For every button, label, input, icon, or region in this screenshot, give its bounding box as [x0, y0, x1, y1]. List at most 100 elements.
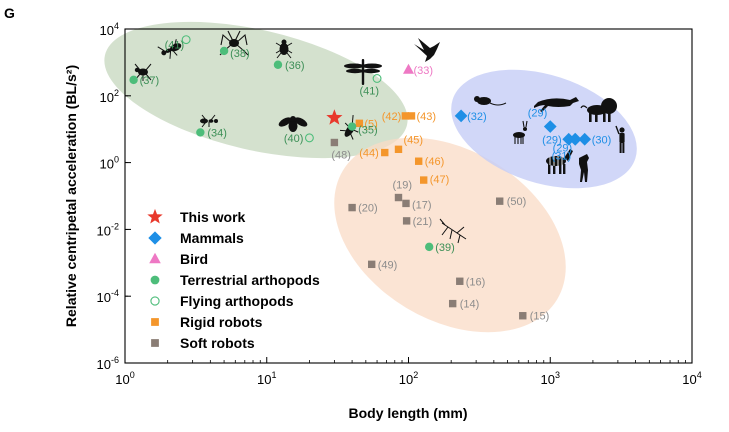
- data-point: [219, 46, 229, 56]
- legend-label: Flying arthopods: [180, 293, 294, 309]
- human-icon: [615, 125, 625, 153]
- point-label: (20): [358, 203, 378, 215]
- point-label: (31): [552, 150, 572, 162]
- point-label: (37): [140, 75, 160, 87]
- y-tick-label: 10-2: [97, 221, 119, 238]
- region-robots: [334, 137, 566, 333]
- point-label: (47): [430, 174, 450, 186]
- legend-label: Terrestrial arthopods: [180, 272, 320, 288]
- point-label: (33): [414, 65, 434, 77]
- cheetah-icon: [534, 97, 579, 112]
- legend-label: Bird: [180, 251, 208, 267]
- data-point: [129, 75, 138, 85]
- y-tick-label: 100: [100, 155, 119, 172]
- region-terrestrial-flying: [104, 21, 408, 159]
- horse-icon: [579, 154, 589, 182]
- y-tick-label: 10-6: [97, 355, 119, 372]
- data-point: [330, 138, 339, 147]
- point-label: (39): [435, 242, 455, 254]
- legend-marker: [151, 339, 159, 347]
- point-label: (15): [530, 311, 550, 323]
- data-point: [181, 35, 191, 45]
- legend-marker: [150, 275, 160, 285]
- y-tick-label: 10-4: [97, 288, 119, 305]
- data-point: [402, 199, 410, 208]
- x-tick-label: 104: [682, 370, 701, 387]
- point-label: (43): [417, 111, 437, 123]
- point-label: (29): [528, 108, 548, 120]
- x-axis-title: Body length (mm): [349, 405, 468, 421]
- data-point: [348, 203, 356, 212]
- point-labels: (48)(20)(19)(17)(21)(49)(50)(16)(14)(15)…: [140, 40, 612, 323]
- point-label: (17): [412, 199, 432, 211]
- x-tick-label: 101: [257, 370, 276, 387]
- legend-marker: [147, 208, 163, 224]
- shaded-regions: [104, 21, 637, 333]
- point-label: (36): [285, 60, 305, 72]
- data-point: [394, 193, 403, 202]
- x-tick-label: 100: [115, 370, 134, 387]
- ant-icon: [134, 63, 152, 81]
- data-point: [519, 312, 527, 320]
- animal-silhouettes: [134, 30, 625, 244]
- x-tick-label: 103: [541, 370, 560, 387]
- point-label: (40): [284, 133, 304, 145]
- legend-label: This work: [180, 209, 246, 225]
- rat-icon: [474, 96, 507, 106]
- legend-label: Rigid robots: [180, 314, 263, 330]
- point-label: (46): [425, 156, 445, 168]
- point-label: (5): [364, 118, 377, 130]
- point-label: (35): [358, 125, 378, 137]
- data-point: [448, 299, 457, 308]
- legend-marker: [150, 296, 160, 306]
- y-tick-label: 104: [100, 21, 119, 38]
- data-point: [403, 63, 414, 74]
- point-label: (32): [467, 111, 487, 123]
- data-point: [273, 60, 283, 69]
- stick-insect-icon: [439, 218, 467, 244]
- data-point: [402, 217, 411, 225]
- point-label: (50): [507, 196, 527, 208]
- point-label: (41): [359, 85, 379, 97]
- y-axis-title: Relative centripetal acceleration (BL/s²…: [63, 65, 79, 327]
- data-point: [304, 133, 314, 143]
- dragonfly-icon: [344, 59, 382, 85]
- point-label: (19): [392, 180, 412, 192]
- panel-label: G: [4, 5, 15, 21]
- point-label: (49): [378, 259, 398, 271]
- point-label: (29): [553, 142, 573, 154]
- data-point: [394, 145, 403, 154]
- data-point: [407, 112, 416, 120]
- legend-marker: [151, 318, 159, 326]
- point-label: (41): [165, 40, 185, 52]
- legend-label: Mammals: [180, 230, 244, 246]
- data-point: [355, 119, 364, 128]
- point-label: (45): [403, 134, 423, 146]
- zebra-icon: [546, 149, 573, 174]
- point-label: (14): [460, 299, 480, 311]
- ant-icon: [157, 39, 182, 59]
- antelope-icon: [513, 120, 528, 144]
- data-point: [454, 109, 468, 123]
- region-mammals: [451, 69, 637, 189]
- data-point: [414, 157, 423, 165]
- ant-icon: [200, 114, 218, 128]
- fly-icon: [278, 116, 308, 132]
- point-label: (29): [542, 134, 562, 146]
- data-point: [419, 176, 428, 184]
- legend-marker: [149, 252, 161, 264]
- legend-label: Soft robots: [180, 335, 255, 351]
- legend-marker: [148, 231, 162, 245]
- data-point: [347, 122, 357, 131]
- point-label: (38): [230, 48, 250, 60]
- point-label: (44): [359, 148, 379, 160]
- data-point: [496, 197, 504, 205]
- data-point: [401, 112, 410, 120]
- beetle-icon: [275, 39, 293, 59]
- data-point: [367, 260, 376, 269]
- point-label: (16): [466, 276, 486, 288]
